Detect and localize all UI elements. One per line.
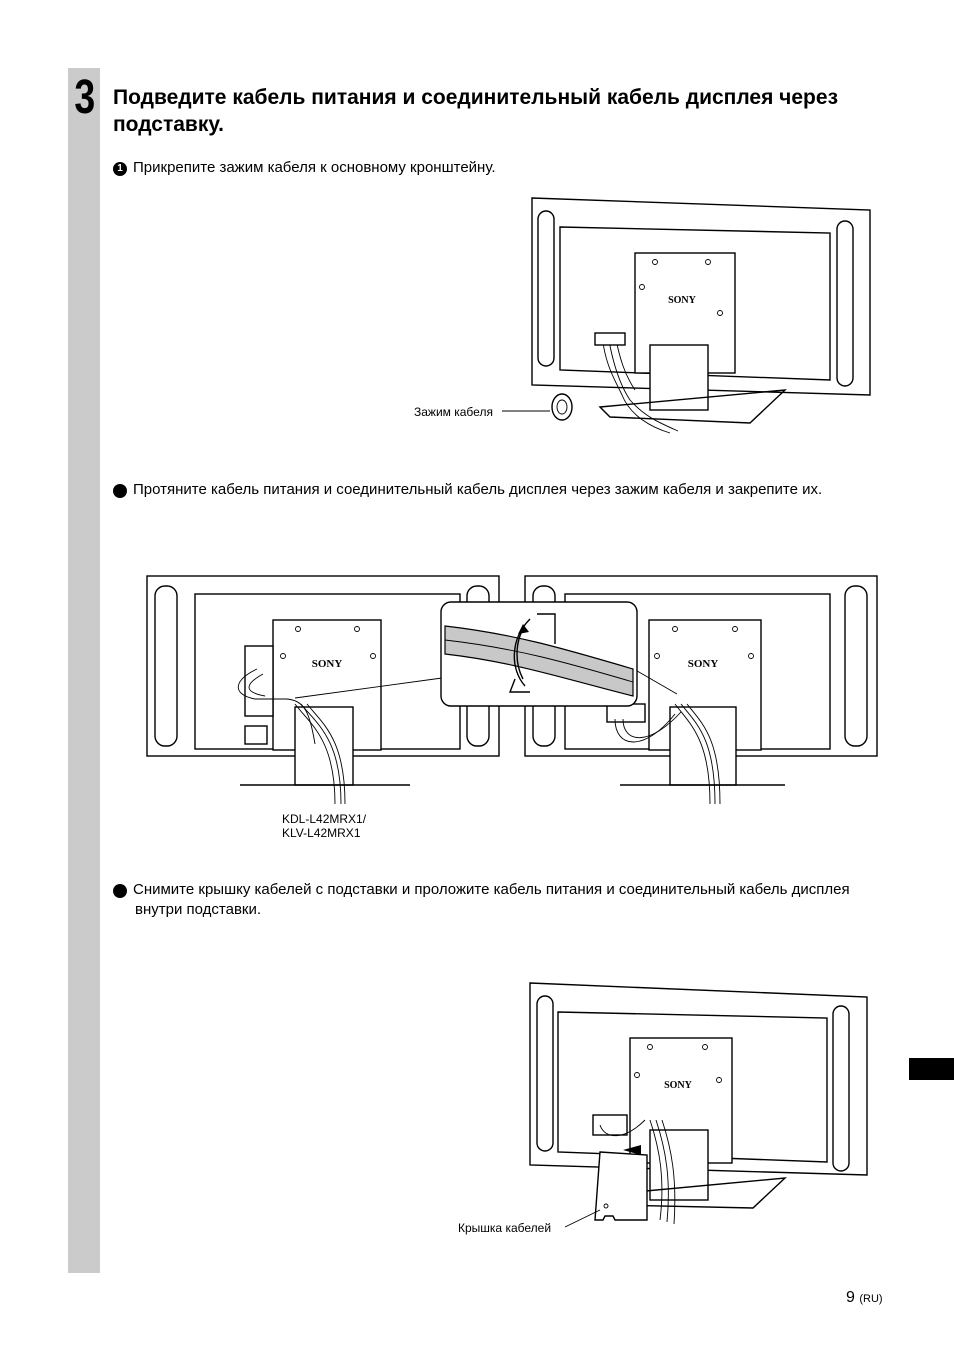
substep-2: 2 Протяните кабель питания и соединительн… xyxy=(106,480,895,500)
substep-1-bullet: 1 xyxy=(113,162,127,176)
fig1-stand xyxy=(649,344,709,411)
fig2-left-sony-logo: SONY xyxy=(312,658,343,670)
fig2-left-ports xyxy=(244,645,274,717)
fig1-sony-logo: SONY xyxy=(668,295,697,306)
fig3-right-speaker xyxy=(832,1005,850,1172)
substep-3-text: Снимите крышку кабелей с подставки и про… xyxy=(133,881,850,918)
fig2-right-tv-speaker-r xyxy=(844,585,868,747)
page-number: 9 (RU) xyxy=(846,1289,883,1307)
substep-1: 1 Прикрепите зажим кабеля к основному кро… xyxy=(113,158,873,178)
fig3-callout-line xyxy=(564,1209,601,1228)
fig2-model-label-2: KLV-L42MRX1 xyxy=(282,826,361,840)
fig2-right-ports xyxy=(606,703,646,723)
step-number: 3 xyxy=(74,71,95,124)
substep-1-text: Прикрепите зажим кабеля к основному крон… xyxy=(133,159,496,176)
figure-1-tv-back-clamp: SONY xyxy=(502,197,871,434)
fig1-cable-clamp xyxy=(551,393,573,421)
substep-2-bullet: 2 xyxy=(106,484,127,498)
fig2-inset-cable-bundle xyxy=(444,625,634,697)
fig3-left-speaker xyxy=(536,995,554,1152)
step-sidebar-bar xyxy=(68,68,100,1273)
figure-3-cable-cover: SONY xyxy=(529,982,868,1228)
fig1-clamp-label: Зажим кабеля xyxy=(414,405,493,419)
fig2-model-label-1: KDL-L42MRX1/ xyxy=(282,812,367,826)
step-title: Подведите кабель питания и соединительны… xyxy=(113,86,839,136)
fig3-sony-logo: SONY xyxy=(664,1080,693,1091)
fig3-cable-cover-panel xyxy=(594,1151,648,1221)
substep-2-text: Протяните кабель питания и соединительны… xyxy=(133,481,823,498)
language-tab-marker xyxy=(909,1058,954,1080)
fig2-left-tv-speaker-l xyxy=(154,585,178,747)
fig2-inset-clamp xyxy=(513,618,531,687)
fig1-right-speaker xyxy=(836,220,854,387)
fig1-connector-box xyxy=(594,332,626,346)
page-lang: (RU) xyxy=(859,1293,883,1305)
fig2-right-sony-logo: SONY xyxy=(688,658,719,670)
substep-3: 3 Снимите крышку кабелей с подставки и пр… xyxy=(106,880,895,920)
fig2-left-stand xyxy=(294,706,354,786)
figure-2-cable-routing: SONY SONY xyxy=(146,575,878,805)
fig1-left-speaker xyxy=(537,210,555,367)
substep-3-bullet: 3 xyxy=(106,884,127,898)
page-number-value: 9 xyxy=(846,1289,855,1306)
fig2-right-stand xyxy=(669,706,737,786)
fig3-cover-label: Крышка кабелей xyxy=(458,1221,552,1235)
